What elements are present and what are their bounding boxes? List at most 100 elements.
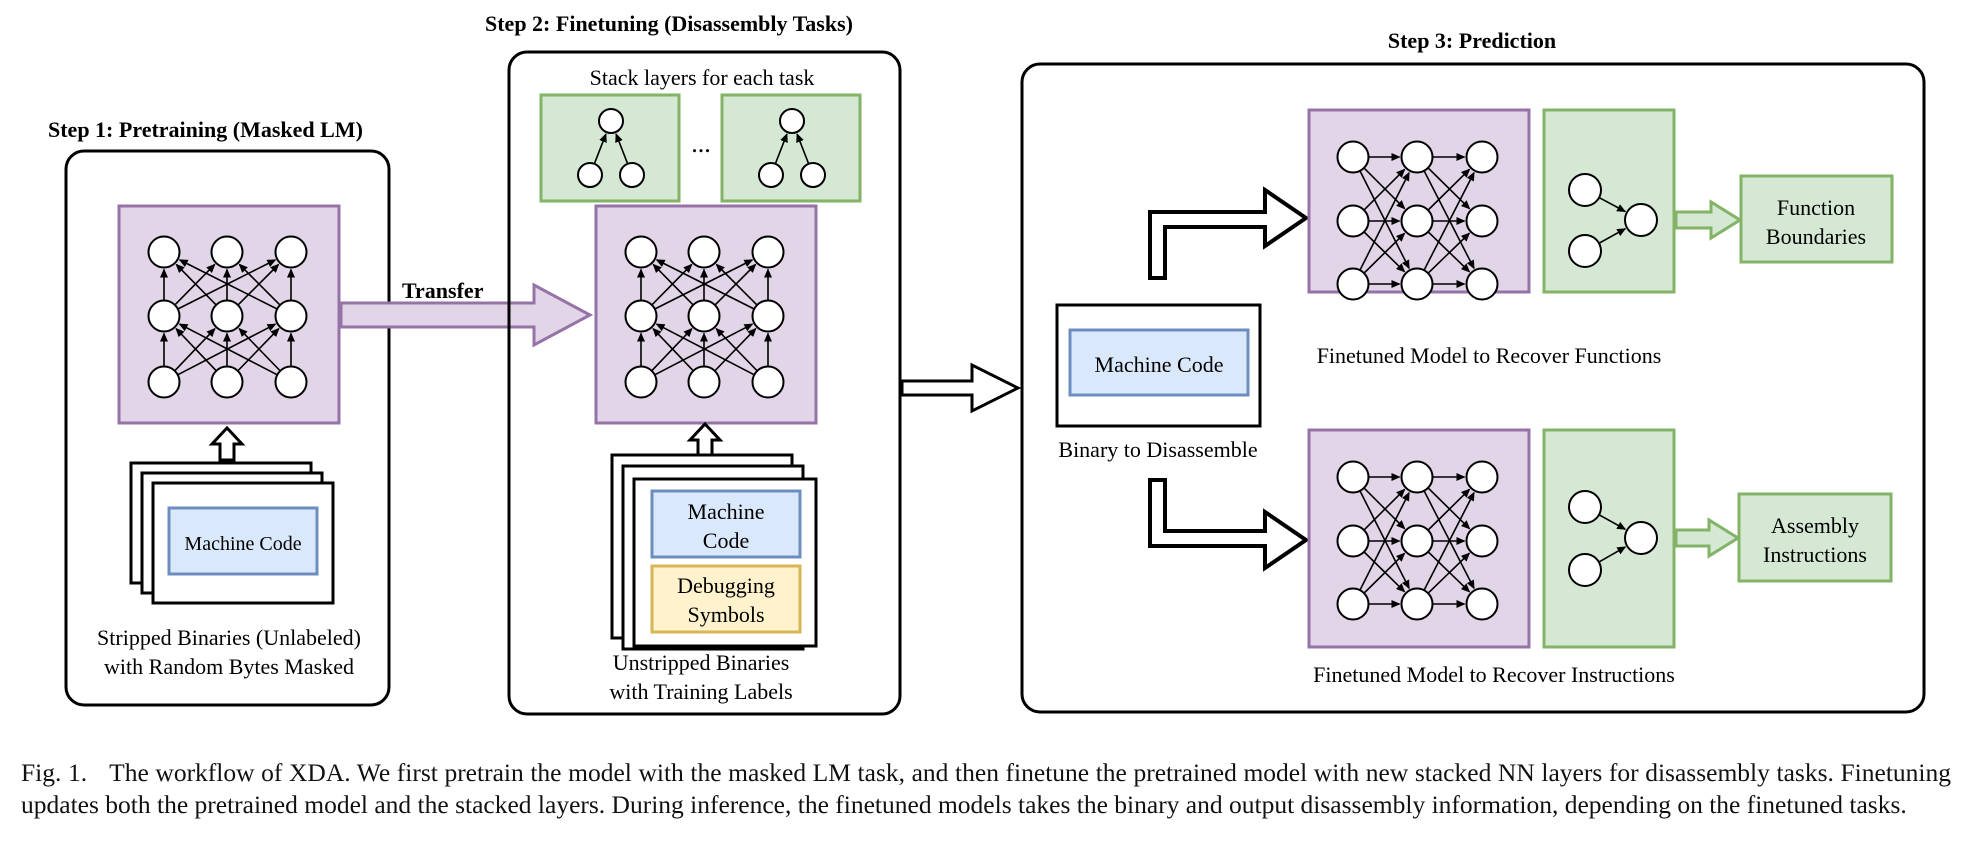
layer-node [1568, 490, 1602, 524]
nn-edge [237, 327, 280, 372]
branch-arrow-instructions [1148, 478, 1310, 572]
functions-model-box [1307, 108, 1531, 294]
tree-icon-task2 [758, 108, 826, 188]
assembly-instructions-line2: Instructions [1763, 542, 1867, 567]
xda-workflow-figure: Step 1: Pretraining (Masked LM) Machine … [48, 11, 1926, 716]
nn-node [147, 299, 181, 333]
tree-edge [796, 133, 810, 165]
branch-arrow-functions [1148, 186, 1310, 280]
nn-edge [1427, 167, 1471, 210]
nn-edge [1427, 168, 1471, 211]
nn-node [1465, 204, 1499, 238]
layer-node [1624, 521, 1658, 555]
step1-caption-line1: Stripped Binaries (Unlabeled) [97, 625, 361, 650]
machine-code-label-step2-line2: Code [703, 528, 749, 553]
layer-edge [1598, 546, 1627, 563]
instructions-model-caption: Finetuned Model to Recover Instructions [1313, 662, 1675, 687]
figure-label: Fig. 1. [21, 758, 88, 787]
nn-edge [651, 327, 693, 372]
layer-node [1568, 553, 1602, 587]
machine-code-label-step1: Machine Code [184, 533, 301, 555]
nn-edge [1363, 232, 1406, 274]
function-boundaries-line2: Boundaries [1766, 224, 1866, 249]
step2-panel [507, 50, 902, 716]
layer-edge [1598, 196, 1627, 213]
assembly-instructions-line1: Assembly [1771, 513, 1859, 538]
nn-edge [1427, 552, 1471, 594]
debugging-symbols-line1: Debugging [677, 573, 775, 598]
nn-edge [1359, 491, 1410, 591]
figure-caption-text: The workflow of XDA. We first pretrain t… [21, 758, 1951, 819]
nn-node [147, 235, 181, 269]
machine-code-label-step2-line1: Machine [688, 499, 765, 524]
assembly-instructions-box [1737, 492, 1893, 583]
machine-code-box-step2 [650, 489, 802, 559]
nn-node [274, 365, 308, 399]
step1-caption-line2: with Random Bytes Masked [104, 654, 354, 679]
nn-edge [1423, 491, 1475, 591]
nn-edge [652, 263, 694, 306]
nn-network-instructions [1336, 460, 1499, 621]
nn-edge [1363, 551, 1406, 593]
nn-node [751, 365, 785, 399]
nn-node [1400, 524, 1434, 558]
nn-node [751, 299, 785, 333]
nn-node [274, 299, 308, 333]
nn-node [624, 299, 658, 333]
nn-node [1465, 267, 1499, 301]
to-prediction-arrow [900, 362, 1022, 414]
nn-edge [178, 259, 278, 310]
nn-node [1465, 524, 1499, 558]
nn-edge [652, 327, 694, 372]
nn-node [751, 235, 785, 269]
nn-node [687, 299, 721, 333]
debugging-symbols-box [650, 564, 802, 634]
nn-node [1400, 267, 1434, 301]
tree-node [758, 162, 784, 188]
machine-code-box-step3 [1068, 328, 1250, 397]
nn-edge [655, 323, 755, 376]
transfer-label: Transfer [402, 278, 484, 303]
step3-title: Step 3: Prediction [1388, 28, 1556, 53]
input-up-arrow-step1 [208, 425, 246, 462]
nn-node [1336, 267, 1370, 301]
tree-edge [593, 133, 607, 165]
nn-edge [178, 323, 278, 376]
nn-edge [715, 263, 758, 306]
nn-node [1465, 460, 1499, 494]
nn-node [147, 365, 181, 399]
figure-caption: Fig. 1.The workflow of XDA. We first pre… [21, 757, 1951, 821]
nn-edge [1427, 232, 1471, 274]
stack-layers-label: Stack layers for each task [590, 65, 815, 90]
step2-caption-line1: Unstripped Binaries [613, 650, 790, 675]
nn-network-step1 [147, 235, 308, 399]
stack-ellipsis: ... [691, 129, 711, 158]
nn-edge [1423, 171, 1475, 271]
nn-network-functions [1336, 140, 1499, 301]
layer-node [1568, 234, 1602, 268]
transfer-arrow [339, 282, 594, 348]
layer-edge [1598, 228, 1627, 244]
layer-node [1624, 203, 1658, 237]
nn-edge [1363, 168, 1406, 211]
tree-node [577, 162, 603, 188]
nn-edge [1423, 170, 1475, 270]
nn-edge [174, 327, 216, 372]
nn-edge [714, 263, 757, 306]
nn-edge [1427, 231, 1471, 273]
nn-node [1336, 460, 1370, 494]
nn-node [1400, 460, 1434, 494]
nn-node [210, 365, 244, 399]
nn-node [1465, 140, 1499, 174]
functions-layer-nodes [1568, 173, 1658, 268]
nn-edge [1427, 487, 1471, 530]
instructions-layer-nodes [1568, 490, 1658, 587]
nn-edge [1359, 170, 1410, 270]
nn-node [624, 365, 658, 399]
nn-edge [1423, 490, 1475, 590]
functions-output-arrow [1674, 199, 1743, 241]
binary-to-disassemble-label: Binary to Disassemble [1058, 437, 1257, 462]
nn-edge [175, 263, 217, 306]
nn-edge [1359, 171, 1410, 271]
debugging-symbols-line2: Symbols [687, 602, 764, 627]
